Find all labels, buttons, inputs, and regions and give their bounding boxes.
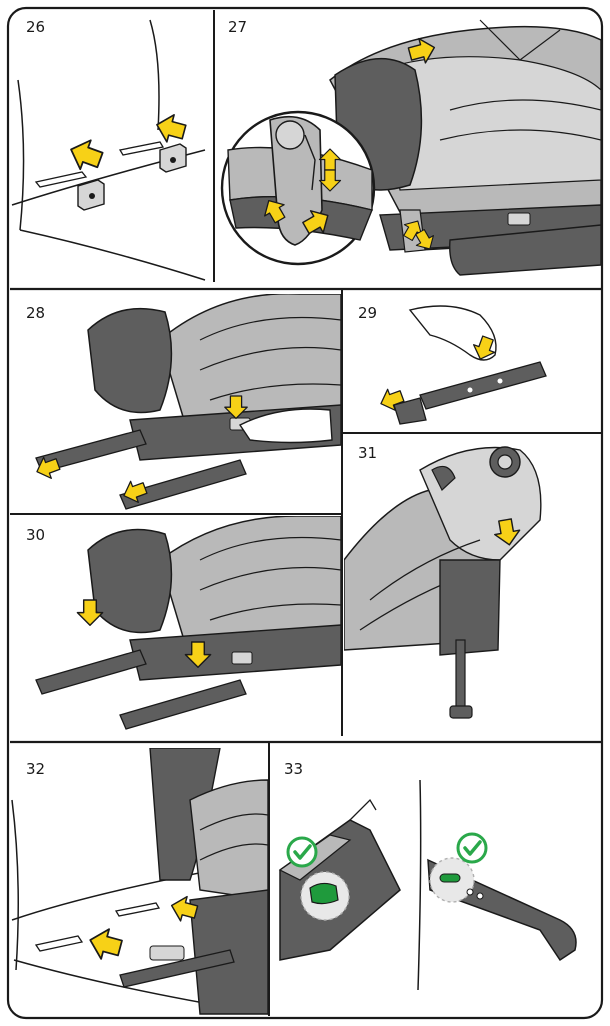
panel-step-29 [376,305,547,425]
panel-step-33 [278,779,577,991]
hand-icon [238,408,333,444]
step-number-28: 28 [26,304,46,322]
step-number-30: 30 [26,526,46,544]
panel-step-31 [344,446,542,719]
step-number-33: 33 [284,760,304,778]
panel-step-32 [11,748,268,1015]
step-number-29: 29 [358,304,378,322]
panel-step-30 [35,516,341,730]
zoom-callout [220,110,376,266]
step-number-31: 31 [358,444,378,462]
step-number-27: 27 [228,18,248,36]
checkmark-icon [456,832,488,864]
checkmark-icon [286,836,318,868]
panel-step-26 [11,19,206,281]
step-number-32: 32 [26,760,46,778]
panel-step-28 [32,294,341,510]
isofix-anchor-icon [77,179,105,211]
step-number-26: 26 [26,18,46,36]
panel-step-27 [220,19,601,276]
isofix-anchor-icon [159,143,187,173]
